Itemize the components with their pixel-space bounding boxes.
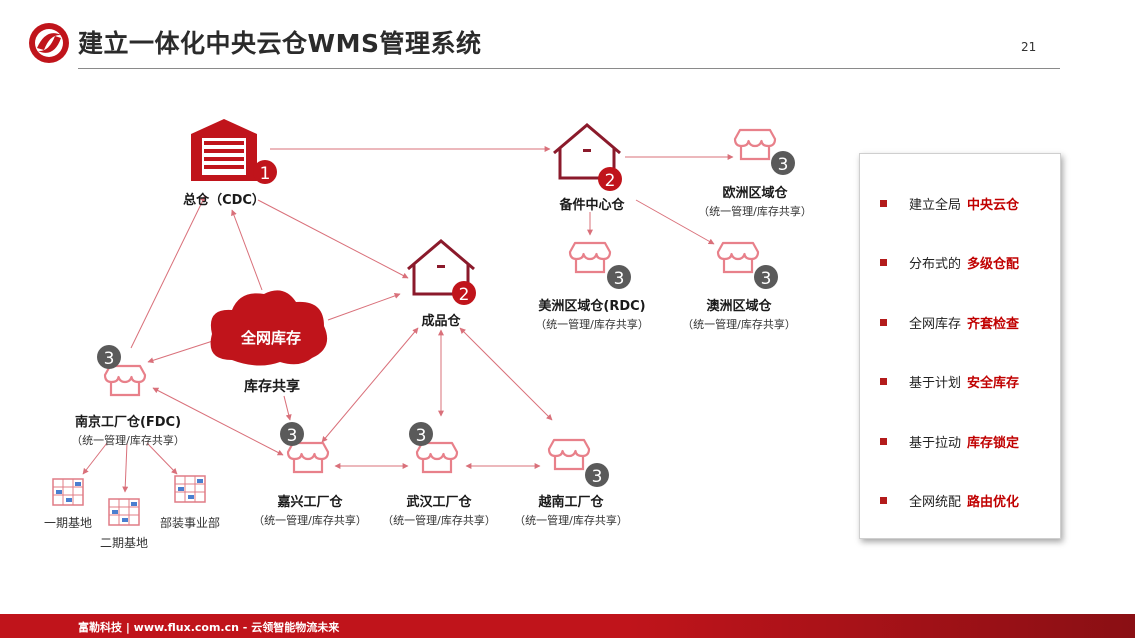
cloud-caption: 库存共享 xyxy=(244,379,300,395)
base-label-1: 一期基地 xyxy=(43,516,93,530)
bullet-square-icon xyxy=(880,378,887,385)
node-label-jiaxing: 嘉兴工厂仓 （统一管理/库存共享） xyxy=(253,495,367,527)
house-icon-finished xyxy=(407,239,475,296)
edge-cloud-finished xyxy=(327,293,401,321)
edge-spare-australia xyxy=(635,199,715,245)
edge-cloud-nanjing xyxy=(147,337,223,364)
building-icon-base1 xyxy=(52,478,84,506)
page-number: 21 xyxy=(1021,40,1037,54)
base-label-2: 二期基地 xyxy=(99,536,149,550)
legend-item: 建立全局中央云仓 xyxy=(880,194,1019,213)
store-icon-america xyxy=(568,241,612,274)
node-label-europe: 欧洲区域仓 （统一管理/库存共享） xyxy=(698,186,812,218)
edge-nanjing-base1 xyxy=(82,442,108,475)
store-icon-australia xyxy=(716,241,760,274)
edge-nanjing-cdc xyxy=(130,195,206,349)
footer-text: 富勒科技 | www.flux.com.cn - 云领智能物流未来 xyxy=(78,621,340,634)
store-icon-jiaxing xyxy=(286,441,330,474)
legend-panel: 建立全局中央云仓 分布式的多级仓配 全网库存齐套检查 基于计划安全库存 基于拉动… xyxy=(859,153,1061,539)
bullet-square-icon xyxy=(880,200,887,207)
node-label-vietnam: 越南工厂仓 （统一管理/库存共享） xyxy=(514,495,628,527)
node-label-nanjing: 南京工厂仓(FDC) （统一管理/库存共享） xyxy=(71,415,185,447)
edge-cloud-jiaxing xyxy=(283,395,292,421)
legend-item: 全网库存齐套检查 xyxy=(880,313,1019,332)
warehouse-network-diagram: 全网库存 1 2 2 3 3 3 3 3 3 3 xyxy=(52,119,795,526)
svg-text:3: 3 xyxy=(592,467,603,487)
level-badge-wuhan: 3 xyxy=(409,422,433,446)
level-badge-vietnam: 3 xyxy=(585,463,609,487)
bullet-square-icon xyxy=(880,497,887,504)
edge-cloud-cdc xyxy=(231,209,263,291)
svg-text:3: 3 xyxy=(614,269,625,289)
svg-text:3: 3 xyxy=(778,155,789,175)
node-label-cdc: 总仓（CDC） xyxy=(183,193,265,208)
node-label-finished: 成品仓 xyxy=(421,314,461,329)
edge-finished-jiaxing xyxy=(321,327,419,443)
svg-text:2: 2 xyxy=(459,285,470,305)
node-label-spare: 备件中心仓 xyxy=(559,198,625,213)
header-divider xyxy=(78,68,1060,69)
connection-lines xyxy=(82,146,734,493)
base-label-3: 部装事业部 xyxy=(159,516,221,530)
level-badge-jiaxing: 3 xyxy=(280,422,304,446)
house-icon-spare xyxy=(553,123,621,180)
svg-text:2: 2 xyxy=(605,171,616,191)
edge-nanjing-base2 xyxy=(122,442,129,493)
store-icon-vietnam xyxy=(547,438,591,471)
cloud-icon xyxy=(210,290,328,366)
svg-text:3: 3 xyxy=(104,349,115,369)
store-icon-nanjing xyxy=(103,364,147,397)
node-label-america: 美洲区域仓(RDC) （统一管理/库存共享） xyxy=(535,299,649,331)
page-title: 建立一体化中央云仓WMS管理系统 xyxy=(78,29,482,58)
level-badge-cdc: 1 xyxy=(253,160,277,184)
legend-item: 基于计划安全库存 xyxy=(880,372,1019,391)
cloud-label: 全网库存 xyxy=(240,329,301,347)
level-badge-america: 3 xyxy=(607,265,631,289)
level-badge-europe: 3 xyxy=(771,151,795,175)
building-icon-base2 xyxy=(108,498,140,526)
store-icon-europe xyxy=(733,128,777,161)
level-badge-spare: 2 xyxy=(598,167,622,191)
warehouse-icon xyxy=(191,119,257,181)
level-badge-nanjing: 3 xyxy=(97,345,121,369)
svg-text:1: 1 xyxy=(260,164,271,184)
svg-text:3: 3 xyxy=(761,269,772,289)
store-icon-wuhan xyxy=(415,441,459,474)
level-badge-finished: 2 xyxy=(452,281,476,305)
svg-text:3: 3 xyxy=(287,426,298,446)
bullet-square-icon xyxy=(880,438,887,445)
level-badge-australia: 3 xyxy=(754,265,778,289)
edge-cdc-finished xyxy=(257,199,409,279)
building-icon-base3 xyxy=(174,475,206,503)
edge-finished-vietnam xyxy=(459,327,553,421)
edge-nanjing-base3 xyxy=(146,442,178,475)
node-label-wuhan: 武汉工厂仓 （统一管理/库存共享） xyxy=(382,495,496,527)
company-logo-icon xyxy=(29,23,69,63)
node-label-australia: 澳洲区域仓 （统一管理/库存共享） xyxy=(682,299,796,331)
svg-text:3: 3 xyxy=(416,426,427,446)
footer-bar: 富勒科技 | www.flux.com.cn - 云领智能物流未来 xyxy=(0,614,1135,638)
legend-item: 基于拉动库存锁定 xyxy=(880,432,1019,451)
edge-nanjing-jiaxing xyxy=(152,387,284,456)
legend-item: 全网统配路由优化 xyxy=(880,491,1019,510)
bullet-square-icon xyxy=(880,259,887,266)
legend-item: 分布式的多级仓配 xyxy=(880,253,1019,272)
bullet-square-icon xyxy=(880,319,887,326)
